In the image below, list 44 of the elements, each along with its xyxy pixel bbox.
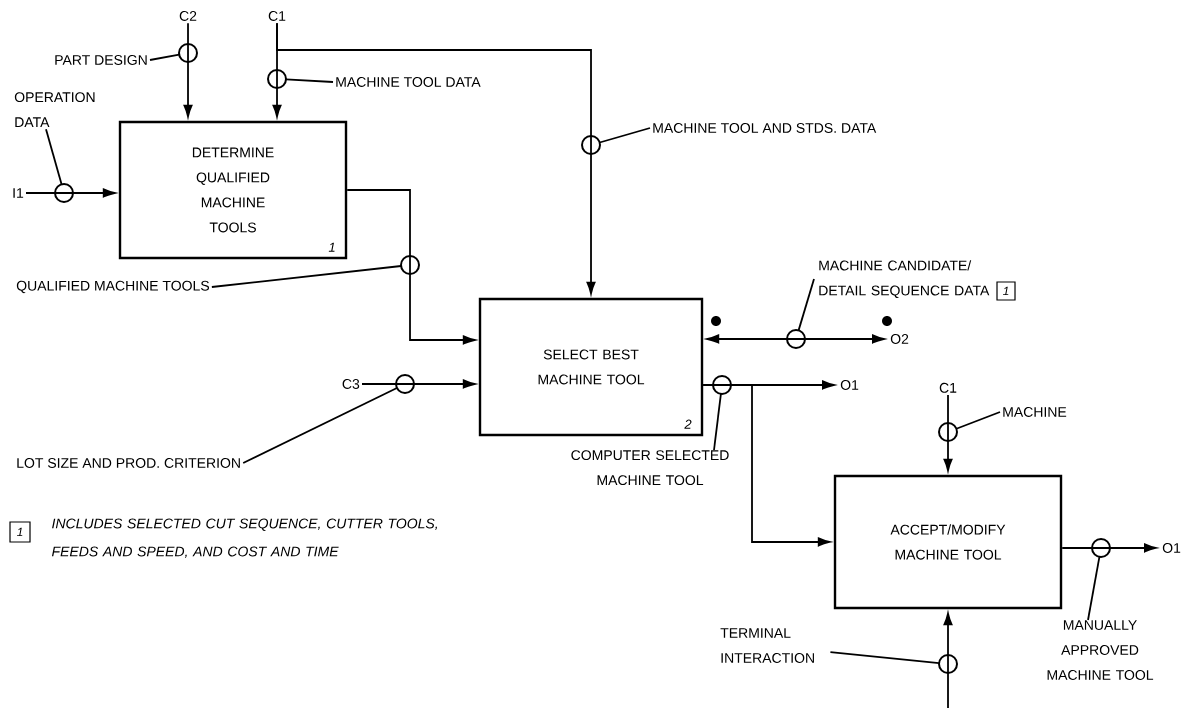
process-box: ACCEPT/MODIFY MACHINE TOOL	[833, 474, 1063, 610]
arrow-label: MANUALLY APPROVED MACHINE TOOL	[1047, 620, 1154, 680]
arrow-label: MACHINE TOOL AND STDS. DATA	[653, 123, 877, 133]
process-box: SELECT BEST MACHINE TOOL 2	[478, 297, 704, 437]
leader-line	[45, 128, 63, 186]
arrow	[25, 183, 116, 203]
leader-line	[149, 53, 181, 61]
boundary-label: O1	[840, 380, 859, 390]
arrow-label: OPERATION DATA	[14, 92, 95, 127]
boundary-label: O2	[890, 334, 909, 344]
leader-line	[713, 393, 722, 451]
arrow-label: PART DESIGN	[55, 55, 147, 65]
arrow	[276, 22, 601, 295]
arrow	[361, 374, 476, 394]
arrow	[1061, 538, 1157, 558]
arrow-label: MACHINE TOOL DATA	[336, 77, 481, 87]
leader-line	[210, 265, 402, 288]
arrow	[706, 329, 885, 349]
arrow	[178, 22, 198, 118]
leader-line	[285, 78, 334, 83]
boundary-label: C2	[179, 11, 197, 21]
leader-line	[1087, 555, 1101, 621]
boundary-label: O1	[1162, 543, 1181, 553]
leader-line	[797, 278, 815, 332]
arrow-label: TERMINAL INTERACTION	[720, 628, 814, 663]
boundary-label: C1	[939, 382, 957, 393]
process-box: DETERMINE QUALIFIED MACHINE TOOLS 1	[118, 120, 348, 260]
footnote-text: INCLUDES SELECTED CUT SEQUENCE, CUTTER TOOLS, FEEDS AND SPEED, AND COST AND TIME	[51, 518, 438, 559]
boundary-label: C1	[268, 11, 286, 21]
arrow-label: COMPUTER SELECTED MACHINE TOOL	[571, 450, 729, 486]
leader-line	[598, 127, 651, 144]
arrow-label: MACHINE	[1003, 407, 1067, 417]
arrow	[346, 189, 476, 345]
arrow	[938, 394, 958, 472]
leader-line	[955, 411, 1001, 430]
arrow	[938, 612, 958, 708]
leader-line	[242, 387, 398, 464]
arrow-label: LOT SIZE AND PROD. CRITERION	[17, 458, 240, 468]
arrow-label: MACHINE CANDIDATE/ DETAIL SEQUENCE DATA	[819, 260, 990, 298]
leader-line	[829, 651, 940, 664]
arrow	[702, 384, 831, 547]
boundary-label: C3	[342, 379, 360, 389]
boundary-label: I1	[13, 188, 24, 198]
arrow-label: QUALIFIED MACHINE TOOLS	[16, 280, 209, 294]
